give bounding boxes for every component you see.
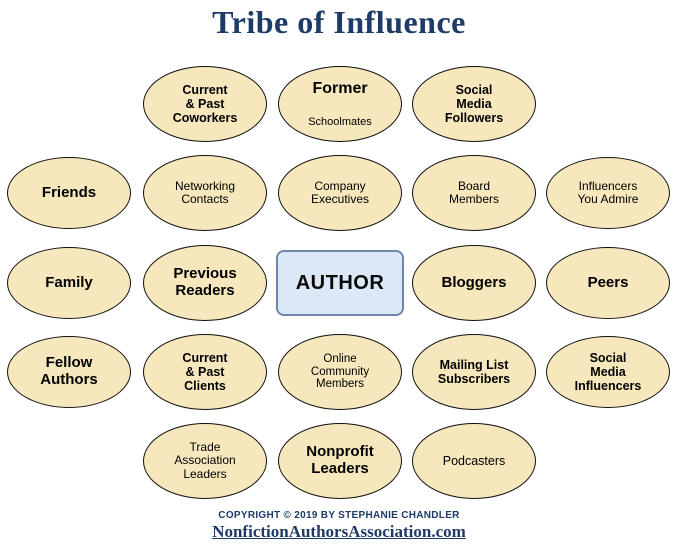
node-company-executives: Company Executives: [278, 155, 402, 231]
node-family: Family: [7, 247, 131, 319]
footer: COPYRIGHT © 2019 BY STEPHANIE CHANDLER N…: [0, 510, 678, 542]
node-label: Nonprofit Leaders: [306, 443, 374, 477]
node-label: Bloggers: [441, 273, 507, 291]
node-nonprofit-leaders: Nonprofit Leaders: [278, 423, 402, 499]
node-online-community-members: Online Community Members: [278, 334, 402, 410]
node-previous-readers: Previous Readers: [143, 245, 267, 321]
node-board-members: Board Members: [412, 155, 536, 231]
page-title: Tribe of Influence: [212, 4, 466, 40]
node-label: Peers: [587, 273, 629, 291]
author-label: AUTHOR: [295, 271, 385, 294]
node-label: Networking Contacts: [174, 178, 236, 206]
node-label: Friends: [41, 183, 97, 201]
node-podcasters: Podcasters: [412, 423, 536, 499]
node-mailing-list-subscribers: Mailing List Subscribers: [412, 334, 536, 410]
node-current-past-coworkers: Current & Past Coworkers: [143, 66, 267, 142]
node-label: Podcasters: [442, 454, 506, 468]
node-label: Current & Past Coworkers: [172, 83, 238, 125]
node-label: Company Executives: [310, 178, 370, 206]
website-link[interactable]: NonfictionAuthorsAssociation.com: [212, 522, 466, 541]
node-label: Fellow Authors: [40, 354, 98, 388]
node-trade-association-leaders: Trade Association Leaders: [143, 423, 267, 499]
node-fellow-authors: Fellow Authors: [7, 336, 131, 408]
node-label-title: Former: [312, 80, 368, 98]
node-label: Social Media Followers: [444, 83, 504, 125]
node-label: Board Members: [448, 178, 499, 206]
node-label: Online Community Members: [310, 352, 370, 391]
node-former-schoolmates: Former Schoolmates: [278, 66, 402, 142]
node-social-media-followers: Social Media Followers: [412, 66, 536, 142]
node-social-media-influencers: Social Media Influencers: [546, 336, 670, 408]
node-label: Current & Past Clients: [182, 351, 228, 393]
node-label: Family: [45, 273, 93, 291]
node-label-subtitle: Schoolmates: [308, 115, 372, 128]
node-peers: Peers: [546, 247, 670, 319]
node-label: Mailing List Subscribers: [437, 358, 511, 386]
node-networking-contacts: Networking Contacts: [143, 155, 267, 231]
node-label: Former Schoolmates: [308, 62, 372, 145]
node-label: Social Media Influencers: [574, 351, 642, 393]
node-current-past-clients: Current & Past Clients: [143, 334, 267, 410]
node-author-center: AUTHOR: [276, 250, 404, 316]
node-influencers-you-admire: Influencers You Admire: [546, 157, 670, 229]
node-label: Previous Readers: [173, 265, 237, 299]
node-bloggers: Bloggers: [412, 245, 536, 321]
node-label: Influencers You Admire: [577, 178, 639, 206]
node-friends: Friends: [7, 157, 131, 229]
node-label: Trade Association Leaders: [174, 439, 236, 481]
copyright-text: COPYRIGHT © 2019 BY STEPHANIE CHANDLER: [218, 510, 460, 521]
